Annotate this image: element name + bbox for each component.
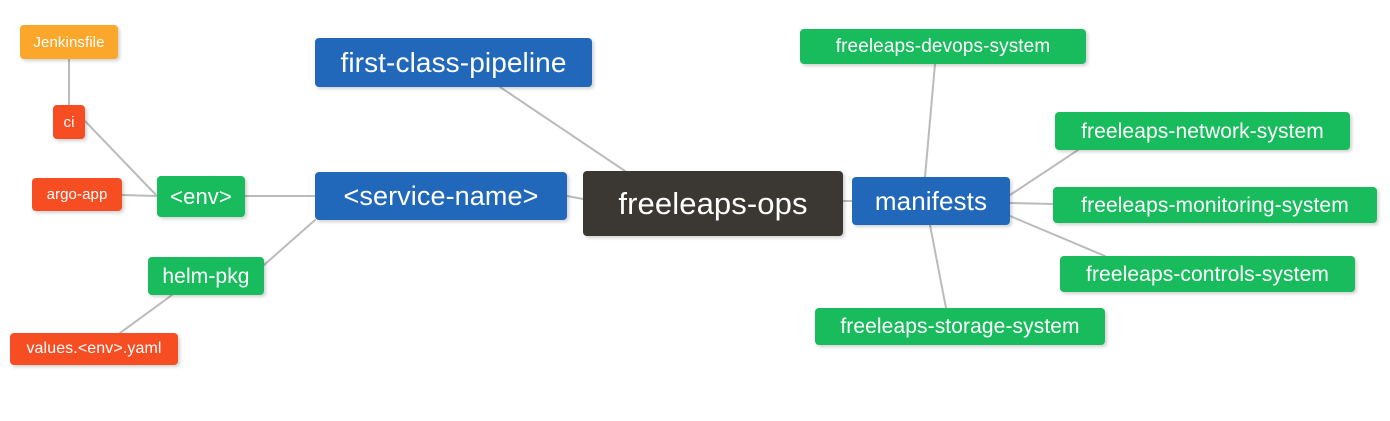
node-freeleaps-devops-system[interactable]: freeleaps-devops-system [800,29,1086,64]
edge-first-class-pipeline-to-freeleaps-ops [499,86,626,172]
node-ci[interactable]: ci [53,105,85,139]
node-label: first-class-pipeline [340,46,567,78]
node-label: freeleaps-storage-system [840,315,1080,338]
edge-service-name-to-freeleaps-ops [566,195,584,200]
node-label: freeleaps-ops [618,186,808,221]
edge-argo-app-to-env [121,194,158,197]
node-freeleaps-network-system[interactable]: freeleaps-network-system [1055,112,1350,150]
node-freeleaps-storage-system[interactable]: freeleaps-storage-system [815,308,1105,345]
node-freeleaps-monitoring-system[interactable]: freeleaps-monitoring-system [1053,187,1377,223]
node-label: ci [63,113,75,131]
node-label: values.<env>.yaml [26,340,162,357]
node-manifests[interactable]: manifests [852,177,1010,225]
node-label: freeleaps-devops-system [835,36,1051,57]
node-label: <service-name> [343,180,539,211]
edge-manifests-to-freeleaps-storage-system [929,224,947,309]
node-helm-pkg[interactable]: helm-pkg [148,257,264,295]
node-env[interactable]: <env> [157,176,245,217]
edge-manifests-to-freeleaps-devops-system [924,63,936,178]
node-label: freeleaps-monitoring-system [1081,193,1349,217]
node-jenkinsfile[interactable]: Jenkinsfile [20,25,118,59]
node-label: helm-pkg [162,264,250,288]
node-label: freeleaps-controls-system [1086,262,1329,286]
node-label: argo-app [46,186,108,203]
edge-helm-pkg-to-values-yaml [119,294,173,334]
node-label: freeleaps-network-system [1081,119,1324,143]
node-service-name[interactable]: <service-name> [315,172,567,220]
edge-manifests-to-freeleaps-monitoring-system [1009,202,1054,205]
node-values-yaml[interactable]: values.<env>.yaml [10,333,178,365]
node-first-class-pipeline[interactable]: first-class-pipeline [315,38,592,87]
node-label: Jenkinsfile [33,33,105,51]
node-argo-app[interactable]: argo-app [32,178,122,211]
node-label: <env> [170,183,232,209]
node-label: manifests [874,186,988,216]
node-freeleaps-ops[interactable]: freeleaps-ops [583,171,843,236]
edge-service-name-to-helm-pkg [263,219,316,266]
node-freeleaps-controls-system[interactable]: freeleaps-controls-system [1060,256,1355,292]
